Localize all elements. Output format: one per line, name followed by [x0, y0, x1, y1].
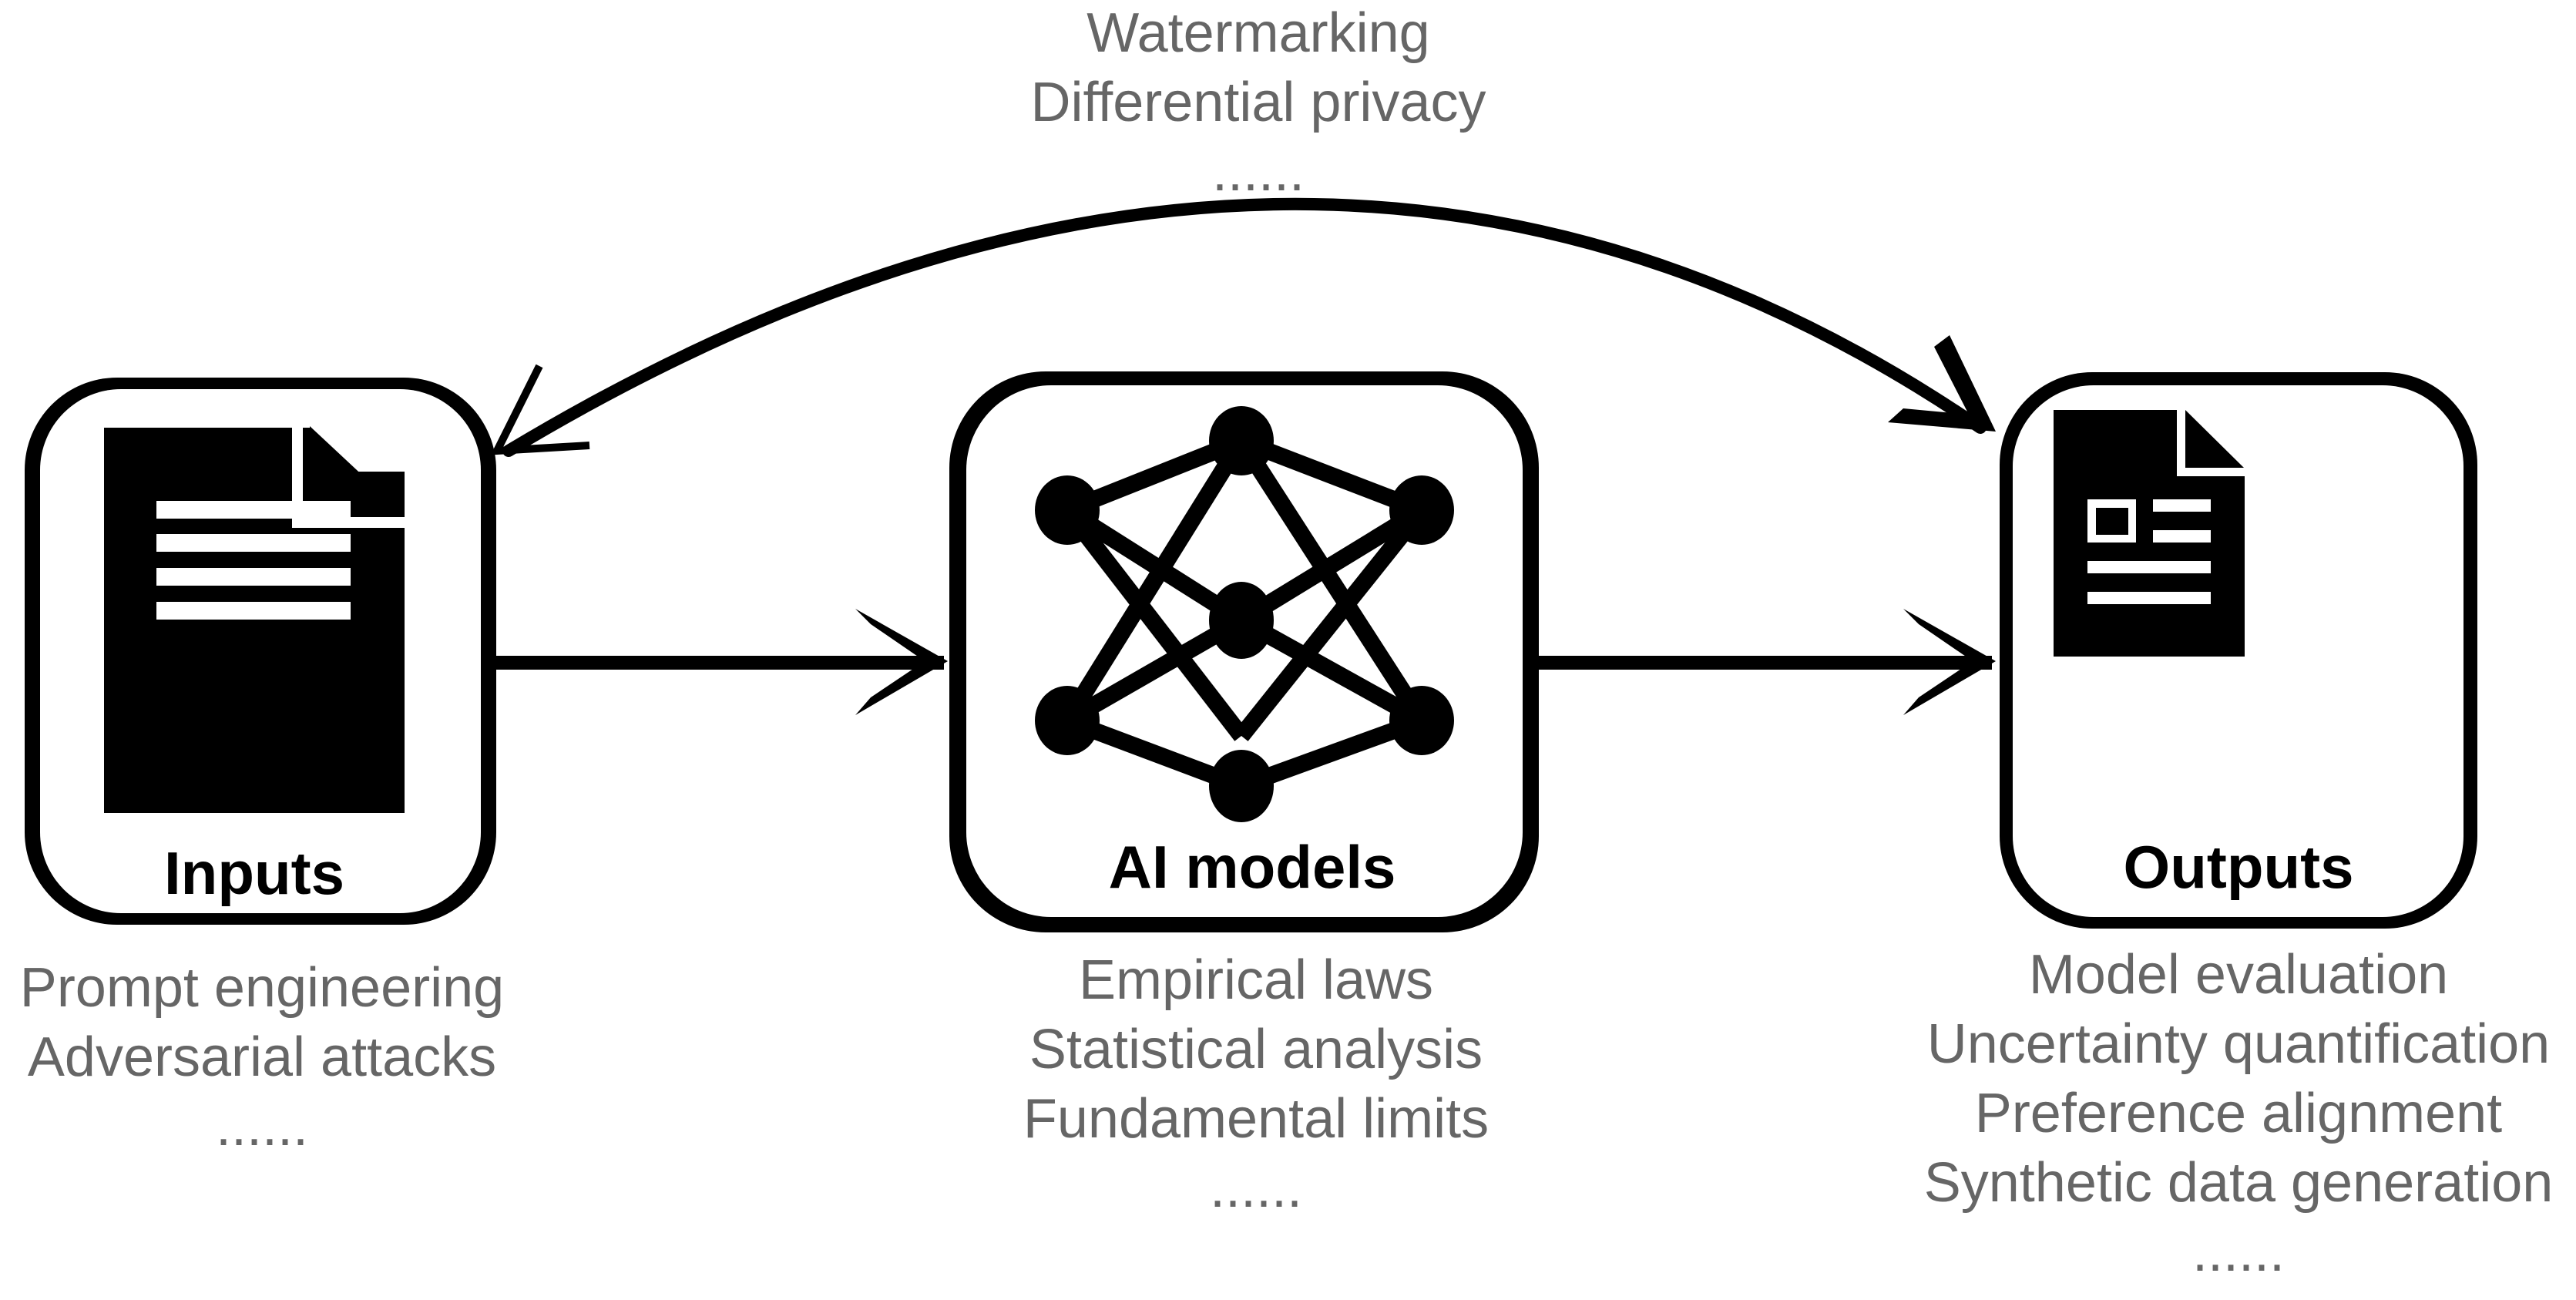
node-label-inputs: Inputs	[164, 839, 344, 907]
caption-line: Uncertainty quantification	[1926, 1013, 2551, 1075]
node-label-outputs: Outputs	[2124, 833, 2354, 901]
caption-models: Empirical laws Statistical analysis Fund…	[967, 946, 1545, 1223]
caption-line: ......	[1211, 141, 1305, 203]
arc-line	[502, 197, 1987, 457]
caption-inputs: Prompt engineering Adversarial attacks .…	[0, 953, 524, 1161]
caption-line: Adversarial attacks	[27, 1026, 497, 1088]
node-models: AI models	[949, 371, 1539, 932]
arrowhead	[1903, 609, 1996, 715]
arrowhead	[855, 609, 948, 715]
node-outputs: Outputs	[2000, 372, 2477, 929]
document-text-icon	[104, 426, 405, 813]
caption-line: Fundamental limits	[1023, 1088, 1490, 1150]
caption-line: Model evaluation	[2028, 944, 2449, 1006]
neural-network-icon	[1035, 406, 1454, 822]
arrow-models-outputs	[1537, 609, 1996, 715]
caption-line: ......	[2191, 1221, 2285, 1283]
caption-line: Differential privacy	[1030, 72, 1486, 133]
arrow-inputs-models	[493, 609, 948, 715]
caption-line: Statistical analysis	[1029, 1019, 1483, 1080]
document-report-icon	[2054, 410, 2245, 657]
caption-line: ......	[215, 1096, 309, 1157]
caption-line: Preference alignment	[1974, 1083, 2503, 1144]
caption-outputs: Model evaluation Uncertainty quantificat…	[1896, 940, 2576, 1287]
arc-arrowhead-right	[1888, 335, 1996, 432]
caption-top: Watermarking Differential privacy ......	[973, 0, 1543, 207]
node-label-models: AI models	[1109, 833, 1396, 901]
caption-line: ......	[1209, 1157, 1303, 1219]
caption-line: Synthetic data generation	[1923, 1152, 2554, 1214]
arc-arrowhead-left	[490, 364, 590, 455]
caption-line: Empirical laws	[1078, 949, 1434, 1011]
arc-arrow-outputs-inputs	[490, 197, 1996, 457]
caption-line: Watermarking	[1086, 2, 1430, 64]
node-inputs: Inputs	[25, 378, 496, 925]
caption-line: Prompt engineering	[19, 957, 505, 1019]
